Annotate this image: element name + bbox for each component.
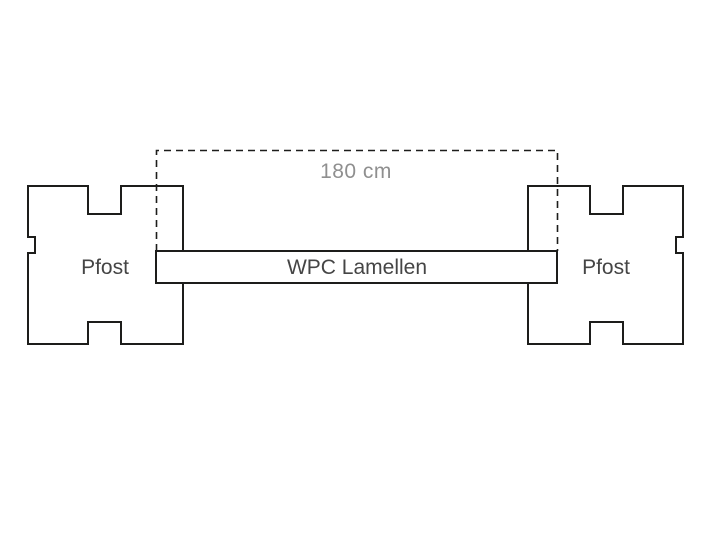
left-post-outline	[27, 185, 184, 345]
dimension-bracket: 180 cm	[155, 149, 559, 251]
right-post-outline	[527, 185, 684, 345]
dimension-dashed-outline	[155, 149, 559, 251]
left-post-label: Pfost	[81, 256, 129, 279]
wpc-beam	[155, 250, 558, 284]
dimension-label: 180 cm	[320, 160, 392, 183]
beam-label: WPC Lamellen	[287, 256, 427, 279]
right-post-label: Pfost	[582, 256, 630, 279]
